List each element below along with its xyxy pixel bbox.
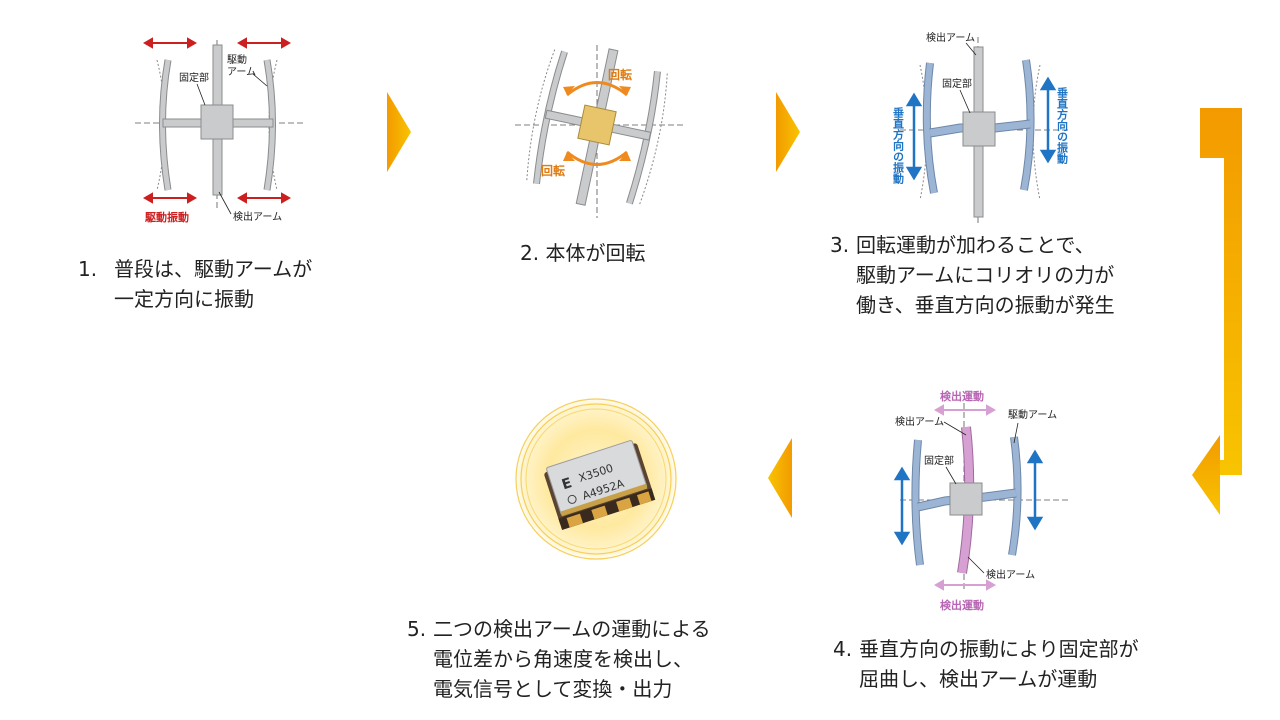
step1-line-1: 普段は、駆動アームが: [114, 257, 313, 281]
drive-vibration-label: 駆動振動: [145, 210, 189, 224]
flow-arrow-down-return: [1192, 108, 1242, 515]
step2-caption: 2. 本体が回転: [520, 238, 645, 268]
drive-arm-label-2: アーム: [227, 66, 256, 78]
fixed-part: [962, 111, 996, 147]
chip-brand: E: [560, 475, 574, 493]
flow-arrow-right-1: [387, 92, 411, 172]
fixed-label: 固定部: [179, 71, 209, 84]
fixed-part: [200, 104, 234, 140]
step3-line-1: 回転運動が加わることで、: [856, 233, 1095, 257]
step3-caption: 3.回転運動が加わることで、 駆動アームにコリオリの力が 働き、垂直方向の振動が…: [830, 230, 1115, 320]
detect-arm-label: 検出アーム: [926, 31, 975, 44]
step4-number: 4.: [833, 637, 853, 661]
rotating-body: [577, 104, 617, 146]
step5-line-2: 電位差から角速度を検出し、: [433, 647, 693, 671]
detect-arm-label: 検出アーム: [233, 210, 282, 223]
step1-line-2: 一定方向に振動: [114, 287, 254, 311]
detect-motion-label-bottom: 検出運動: [940, 598, 984, 612]
step5-caption: 5.二つの検出アームの運動による 電位差から角速度を検出し、 電気信号として変換…: [407, 614, 711, 704]
step4-line-1: 垂直方向の振動により固定部が: [859, 637, 1139, 661]
step3-line-2: 駆動アームにコリオリの力が: [856, 263, 1115, 287]
step1-number: 1.: [78, 257, 98, 281]
step2-diagram: 回転 回転: [515, 40, 685, 220]
drive-arm-label: 駆動アーム: [1008, 408, 1057, 421]
step2-line-1: 本体が回転: [545, 241, 646, 265]
fixed-label: 固定部: [924, 454, 954, 467]
step4-line-2: 屈曲し、検出アームが運動: [859, 667, 1098, 691]
detect-arm-label-top: 検出アーム: [895, 415, 944, 428]
fixed-label: 固定部: [942, 77, 972, 90]
step5-number: 5.: [407, 617, 427, 641]
step5-line-1: 二つの検出アームの運動による: [433, 617, 711, 641]
detect-arm-label-bottom: 検出アーム: [986, 568, 1035, 581]
vertical-vibration-left: 垂直方向の振動: [892, 106, 905, 185]
step5-line-3: 電気信号として変換・出力: [433, 677, 673, 701]
step2-number: 2.: [520, 241, 540, 265]
step4-diagram: 検出運動 検出アーム 駆動アーム 固定部 検出アーム 検出運動: [890, 385, 1080, 615]
rotation-label-bottom: 回転: [541, 163, 565, 178]
step3-line-3: 働き、垂直方向の振動が発生: [856, 293, 1115, 317]
step1-caption: 1. 普段は、駆動アームが 一定方向に振動: [78, 254, 312, 314]
flow-arrow-right-2: [776, 92, 800, 172]
step1-diagram: 固定部 駆動 アーム 駆動振動 検出アーム: [135, 30, 305, 230]
fixed-part: [949, 482, 983, 516]
drive-arm-label-1: 駆動: [227, 53, 247, 66]
flow-arrow-left: [768, 438, 792, 518]
vertical-vibration-right: 垂直方向の振動: [1056, 86, 1069, 165]
rotation-label-top: 回転: [608, 67, 632, 82]
detect-motion-label-top: 検出運動: [940, 389, 984, 403]
step4-caption: 4.垂直方向の振動により固定部が 屈曲し、検出アームが運動: [833, 634, 1139, 694]
step3-diagram: 検出アーム 固定部 垂直方向の振動 垂直方向の振動: [890, 25, 1080, 230]
step3-number: 3.: [830, 233, 850, 257]
step5-chip-illustration: E X3500 A4952A: [512, 395, 680, 563]
